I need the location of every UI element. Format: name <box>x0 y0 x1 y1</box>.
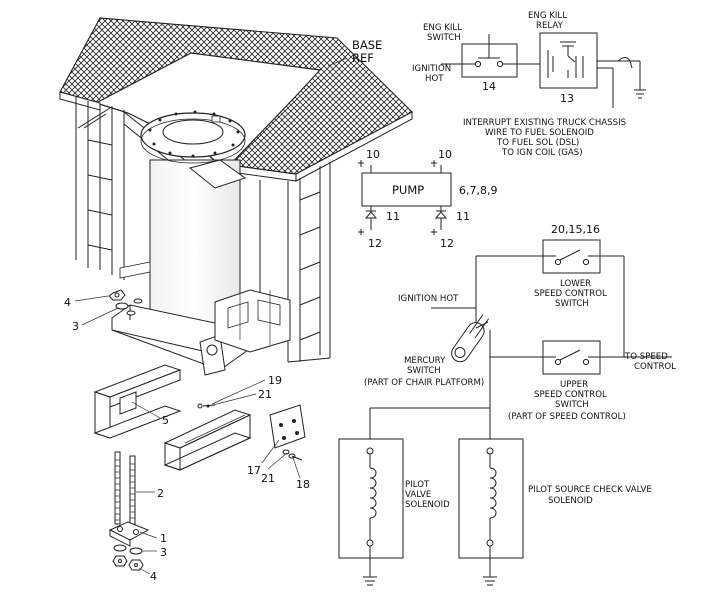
pump-top-right-number: 10 <box>438 148 452 161</box>
interrupt-note-4: TO IGN COIL (GAS) <box>501 148 583 158</box>
channel-part-5 <box>93 364 182 439</box>
upper-switch-label-2: SPEED CONTROL <box>534 390 607 400</box>
interrupt-note-2: WIRE TO FUEL SOLENOID <box>485 128 594 138</box>
pump-diode-left-number: 11 <box>386 210 400 223</box>
hardware-upper <box>108 289 143 316</box>
pump-top-left-number: 10 <box>366 148 380 161</box>
eng-kill-switch-label-1: ENG KILL <box>423 23 462 33</box>
eng-kill-relay-label-1: ENG KILL <box>528 11 567 21</box>
pilot-source-label-1: PILOT SOURCE CHECK VALVE <box>528 485 652 495</box>
base-ref-label-line1: BASE <box>352 38 382 52</box>
callout-2: 2 <box>157 487 164 500</box>
pilot-source-solenoid: PILOT SOURCE CHECK VALVE SOLENOID <box>458 438 652 586</box>
kill-switch-number: 14 <box>482 80 496 93</box>
callout-21-upper: 21 <box>258 388 272 401</box>
interrupt-note-1: INTERRUPT EXISTING TRUCK CHASSIS <box>463 118 626 128</box>
pump-box <box>361 172 452 207</box>
channel-part-19 <box>163 409 252 471</box>
threaded-rods <box>114 451 136 529</box>
engine-kill-circuit: ENG KILL SWITCH ENG KILL RELAY IGNITION … <box>412 11 646 158</box>
callout-4-upper: 4 <box>64 296 71 309</box>
eng-kill-switch-label-2: SWITCH <box>427 33 461 43</box>
callout-4-lower: 4 <box>150 570 157 583</box>
hardware-lower <box>108 521 150 571</box>
base-ref-label-line2: REF <box>352 51 374 65</box>
kill-relay-number: 13 <box>560 92 574 105</box>
callout-3-lower: 3 <box>160 546 167 559</box>
hardware-bolt-18 <box>282 449 303 461</box>
pilot-valve-label-3: SOLENOID <box>405 500 450 510</box>
pump-refs: 6,7,8,9 <box>459 184 497 197</box>
mercury-switch-label-2: SWITCH <box>407 366 441 376</box>
pilot-source-label-2: SOLENOID <box>548 496 593 506</box>
callout-21-lower: 21 <box>261 472 275 485</box>
pilot-valve-label-2: VALVE <box>405 490 431 500</box>
pilot-valve-label-1: PILOT <box>405 480 430 490</box>
ignition-hot-top-label-1: IGNITION <box>412 64 451 74</box>
lower-switch-label-3: SWITCH <box>555 299 589 309</box>
upper-switch-label-4: (PART OF SPEED CONTROL) <box>508 412 626 422</box>
to-speed-control-label-1: TO SPEED <box>624 352 668 362</box>
pump-circuit: 10 10 PUMP 6,7,8,9 11 11 12 12 <box>358 148 497 250</box>
upper-switch-label-1: UPPER <box>560 380 588 390</box>
pump-label: PUMP <box>392 183 424 197</box>
mounting-plate <box>197 403 306 449</box>
lower-switch-label-1: LOWER <box>560 279 591 289</box>
platform-grate <box>59 17 413 182</box>
kill-relay-box <box>539 32 598 89</box>
callout-1: 1 <box>160 532 167 545</box>
pump-bottom-right-number: 12 <box>440 237 454 250</box>
lower-switch-label-2: SPEED CONTROL <box>534 289 607 299</box>
top-flange <box>140 110 247 189</box>
platform-assembly-drawing: 4 3 5 19 21 17 21 18 2 1 3 4 BASE REF <box>59 17 413 583</box>
speed-switch-refs: 20,15,16 <box>551 223 600 236</box>
pump-bottom-left-number: 12 <box>368 237 382 250</box>
eng-kill-relay-label-2: RELAY <box>536 21 564 31</box>
callout-17: 17 <box>247 464 261 477</box>
callout-3-upper: 3 <box>72 320 79 333</box>
callout-5: 5 <box>162 414 169 427</box>
ignition-hot-label: IGNITION HOT <box>398 294 459 304</box>
callout-leaders <box>74 57 348 575</box>
pilot-valve-solenoid: PILOT VALVE SOLENOID <box>338 438 450 586</box>
upper-switch-label-3: SWITCH <box>555 400 589 410</box>
callout-18: 18 <box>296 478 310 491</box>
callout-19: 19 <box>268 374 282 387</box>
mercury-switch-label-3: (PART OF CHAIR PLATFORM) <box>364 378 484 388</box>
lower-carriage <box>111 261 291 376</box>
pump-diode-right-number: 11 <box>456 210 470 223</box>
interrupt-note-3: TO FUEL SOL (DSL) <box>496 138 579 148</box>
ignition-hot-top-label-2: HOT <box>425 74 444 84</box>
speed-control-circuit: 20,15,16 LOWER SPEED CONTROL SWITCH IGNI… <box>364 223 676 447</box>
mercury-switch-label-1: MERCURY <box>404 356 446 366</box>
mercury-switch-symbol <box>451 314 489 363</box>
to-speed-control-label-2: CONTROL <box>634 362 676 372</box>
